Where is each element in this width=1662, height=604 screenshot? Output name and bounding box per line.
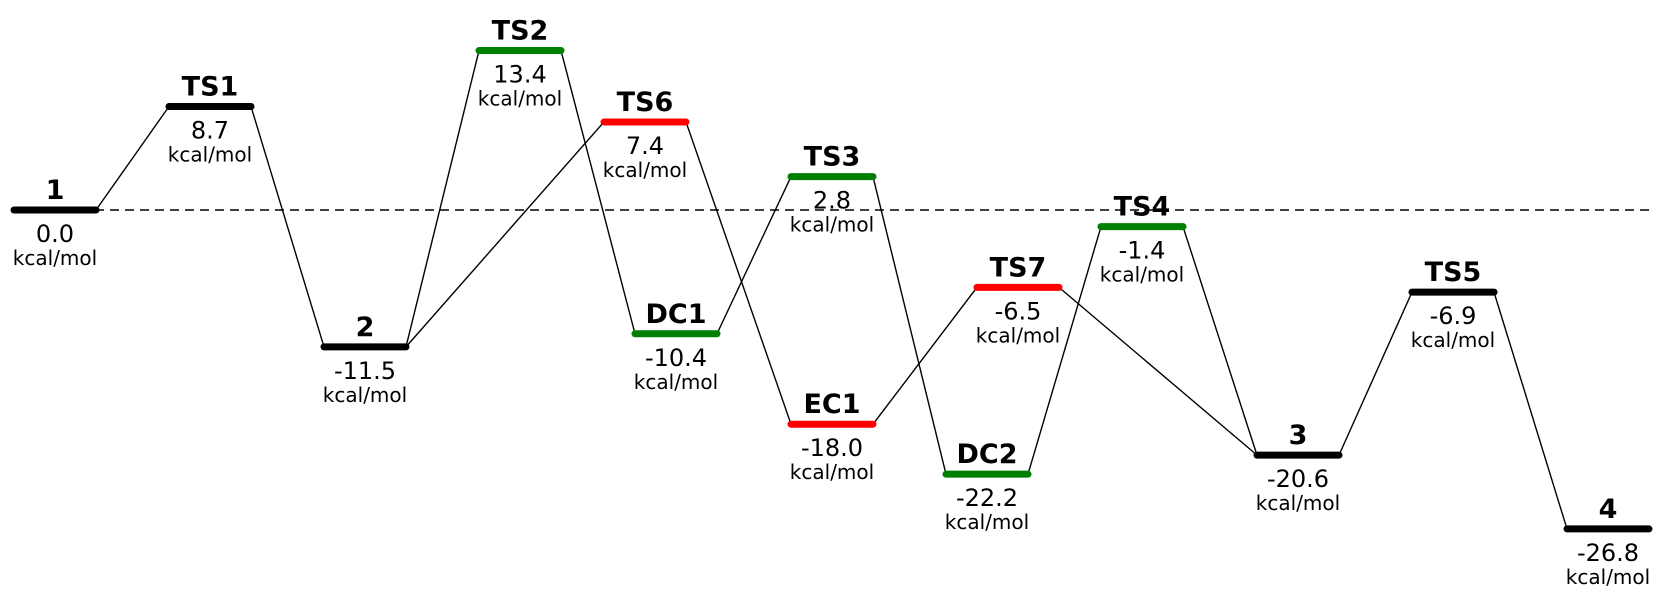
level-unit-ec1: kcal/mol [790, 460, 874, 484]
level-value-ts7: -6.5 [995, 297, 1042, 325]
level-value-ts6: 7.4 [626, 132, 664, 160]
level-name-ts3: TS3 [804, 142, 861, 173]
level-unit-dc2: kcal/mol [945, 510, 1029, 534]
level-value-4: -26.8 [1577, 539, 1639, 567]
level-unit-ts1: kcal/mol [168, 142, 252, 166]
connector-ts7-to-3 [1058, 286, 1258, 456]
connector-ts3-to-dc2 [872, 176, 947, 475]
level-name-4: 4 [1599, 494, 1618, 525]
level-name-3: 3 [1289, 420, 1308, 451]
level-name-ts2: TS2 [492, 16, 549, 47]
level-unit-2: kcal/mol [323, 383, 407, 407]
level-name-ts7: TS7 [990, 252, 1047, 283]
connector-2-to-ts2 [405, 50, 480, 348]
pathway-connectors [95, 50, 1568, 530]
level-name-dc1: DC1 [645, 299, 706, 330]
level-unit-ts2: kcal/mol [478, 87, 562, 111]
level-name-ts4: TS4 [1114, 192, 1171, 223]
level-unit-1: kcal/mol [13, 246, 97, 270]
connector-ts2-to-dc1 [560, 50, 636, 334]
connector-ts1-to-2 [250, 106, 325, 348]
level-value-3: -20.6 [1267, 465, 1329, 493]
level-unit-ts3: kcal/mol [790, 213, 874, 237]
connector-2-to-ts6 [405, 121, 605, 348]
level-unit-ts7: kcal/mol [976, 323, 1060, 347]
connector-3-to-ts5 [1338, 291, 1413, 456]
connector-dc1-to-ts3 [716, 176, 792, 335]
level-value-ts3: 2.8 [813, 187, 851, 215]
level-value-ts4: -1.4 [1119, 237, 1166, 265]
level-value-1: 0.0 [36, 220, 74, 248]
level-unit-3: kcal/mol [1256, 491, 1340, 515]
level-value-ts5: -6.9 [1430, 302, 1477, 330]
level-unit-ts6: kcal/mol [603, 158, 687, 182]
connector-ts4-to-3 [1182, 226, 1258, 456]
level-name-ts5: TS5 [1425, 257, 1482, 288]
level-value-ts1: 8.7 [191, 116, 229, 144]
level-unit-ts4: kcal/mol [1100, 263, 1184, 287]
connector-ec1-to-ts7 [872, 286, 978, 425]
level-value-ts2: 13.4 [493, 61, 546, 89]
connector-1-to-ts1 [95, 106, 170, 211]
connector-ts5-to-4 [1493, 291, 1568, 530]
level-value-ec1: -18.0 [801, 434, 863, 462]
level-name-ts6: TS6 [617, 87, 674, 118]
level-value-dc1: -10.4 [645, 344, 707, 372]
level-name-2: 2 [356, 312, 375, 343]
level-name-ts1: TS1 [182, 71, 239, 102]
level-name-ec1: EC1 [803, 389, 860, 420]
level-name-1: 1 [46, 175, 65, 206]
connector-dc2-to-ts4 [1027, 226, 1102, 475]
energy-levels: 10.0kcal/molTS18.7kcal/mol2-11.5kcal/mol… [10, 16, 1653, 589]
level-name-dc2: DC2 [956, 439, 1017, 470]
connector-ts6-to-ec1 [685, 121, 792, 425]
level-value-dc2: -22.2 [956, 484, 1018, 512]
level-unit-dc1: kcal/mol [634, 370, 718, 394]
level-value-2: -11.5 [334, 357, 396, 385]
level-unit-4: kcal/mol [1566, 565, 1650, 589]
level-unit-ts5: kcal/mol [1411, 328, 1495, 352]
